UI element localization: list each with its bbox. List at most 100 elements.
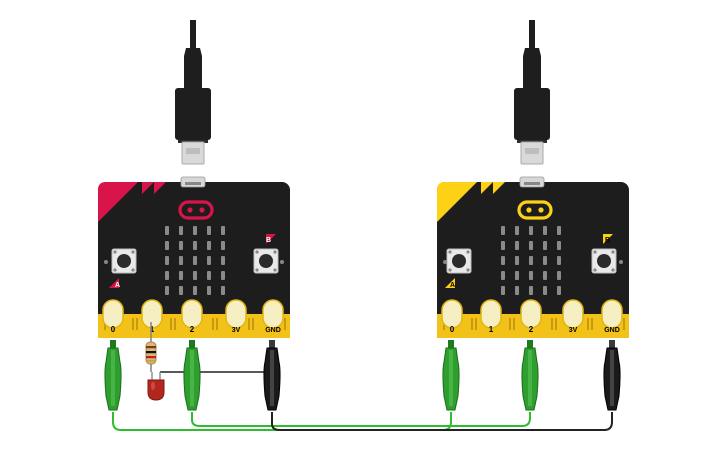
- led: [543, 256, 547, 265]
- button-a-marker: [109, 278, 119, 288]
- pin-0-label: 0: [450, 325, 455, 334]
- led: [179, 286, 183, 295]
- pin-1-pad[interactable]: [141, 299, 163, 329]
- clip-pin2-left[interactable]: [183, 339, 201, 411]
- pin-2-label: 2: [529, 325, 534, 334]
- microbit-left-board[interactable]: A B 0 1 2 3V GND: [98, 19, 290, 338]
- led: [515, 286, 519, 295]
- clip-pin2-right[interactable]: [521, 339, 539, 411]
- pin-gnd-label: GND: [265, 327, 281, 334]
- usb-cable-icon[interactable]: [513, 19, 551, 165]
- led: [543, 241, 547, 250]
- button-a-label: A: [115, 282, 120, 289]
- led: [207, 286, 211, 295]
- pin-3v-pad[interactable]: [225, 299, 247, 329]
- led: [165, 286, 169, 295]
- pin-2-pad[interactable]: [520, 299, 542, 329]
- pin-1-pad[interactable]: [480, 299, 502, 329]
- led: [529, 286, 533, 295]
- led: [165, 256, 169, 265]
- button-a-marker: [445, 278, 455, 288]
- led: [501, 226, 505, 235]
- led: [193, 241, 197, 250]
- led: [179, 271, 183, 280]
- led: [543, 286, 547, 295]
- button-b-marker: [603, 234, 613, 244]
- led: [501, 256, 505, 265]
- pin-3v-label: 3V: [569, 327, 578, 334]
- button-b-label: B: [266, 237, 271, 244]
- led: [501, 286, 505, 295]
- button-a[interactable]: [446, 248, 472, 274]
- led-matrix: [501, 226, 561, 295]
- led: [543, 226, 547, 235]
- led: [193, 286, 197, 295]
- pin-3v-label: 3V: [232, 327, 241, 334]
- pin-0-label: 0: [111, 325, 116, 334]
- button-b[interactable]: [591, 248, 617, 274]
- logo-touch[interactable]: [517, 200, 553, 220]
- button-b-label: B: [605, 237, 610, 244]
- led: [207, 226, 211, 235]
- clip-gnd-right[interactable]: [603, 339, 621, 411]
- pin-3v-pad[interactable]: [562, 299, 584, 329]
- usb-cable-icon[interactable]: [174, 19, 212, 165]
- board-accent: [481, 182, 493, 194]
- led: [557, 226, 561, 235]
- led-matrix: [165, 226, 225, 295]
- clip-gnd-left[interactable]: [263, 339, 281, 411]
- led: [165, 271, 169, 280]
- led: [179, 226, 183, 235]
- led: [221, 226, 225, 235]
- led: [557, 286, 561, 295]
- pin-0-pad[interactable]: [102, 299, 124, 329]
- board-accent: [98, 182, 138, 222]
- pin-gnd-label: GND: [604, 327, 620, 334]
- pin-2-pad[interactable]: [181, 299, 203, 329]
- led: [207, 271, 211, 280]
- led: [543, 271, 547, 280]
- led: [221, 241, 225, 250]
- led-icon[interactable]: [147, 372, 165, 401]
- led: [515, 241, 519, 250]
- led: [557, 271, 561, 280]
- led: [529, 271, 533, 280]
- wire-black-gnd: [271, 412, 613, 431]
- led: [529, 256, 533, 265]
- wire-green-pin2: [191, 412, 531, 427]
- button-a[interactable]: [111, 248, 137, 274]
- pin-0-pad[interactable]: [441, 299, 463, 329]
- led: [557, 241, 561, 250]
- wires: [112, 371, 613, 431]
- microbit-right-board[interactable]: A B 0 1 2 3V GND: [437, 19, 629, 338]
- led: [193, 256, 197, 265]
- pin-1-label: 1: [150, 325, 155, 334]
- led: [207, 241, 211, 250]
- logo-touch[interactable]: [178, 200, 214, 220]
- clip-pin0-left[interactable]: [104, 339, 122, 411]
- led: [501, 271, 505, 280]
- led: [179, 241, 183, 250]
- wire-green-pin0: [112, 412, 452, 431]
- led: [515, 226, 519, 235]
- led: [515, 256, 519, 265]
- pin-gnd-pad[interactable]: [601, 299, 623, 329]
- clip-pin0-right[interactable]: [442, 339, 460, 411]
- led: [221, 256, 225, 265]
- pin-1-label: 1: [489, 325, 494, 334]
- led: [515, 271, 519, 280]
- board-accent: [437, 182, 477, 222]
- led: [193, 226, 197, 235]
- board-accent: [142, 182, 154, 194]
- led: [165, 226, 169, 235]
- board-accent: [154, 182, 166, 194]
- button-b[interactable]: [253, 248, 279, 274]
- resistor-icon[interactable]: [145, 322, 157, 372]
- led: [207, 256, 211, 265]
- button-b-marker: [266, 234, 276, 244]
- led: [193, 271, 197, 280]
- pin-gnd-pad[interactable]: [262, 299, 284, 329]
- led: [165, 241, 169, 250]
- board-accent: [493, 182, 505, 194]
- led: [221, 271, 225, 280]
